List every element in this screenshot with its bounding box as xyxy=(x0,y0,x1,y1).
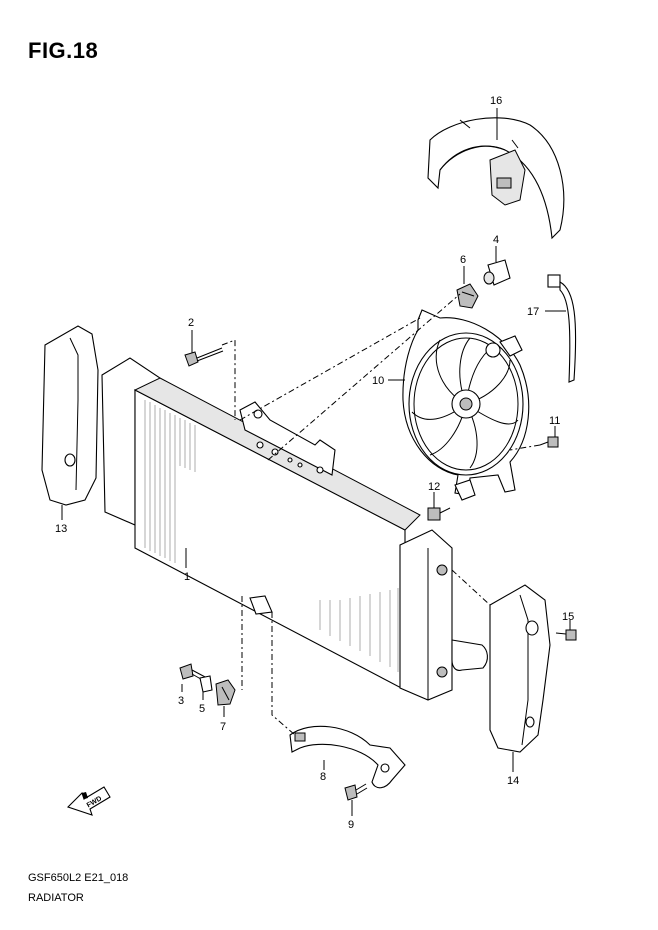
part-5-collar xyxy=(199,675,213,693)
part-1-radiator xyxy=(101,357,488,701)
callout-17: 17 xyxy=(527,306,539,318)
callout-16: 16 xyxy=(490,95,502,107)
callout-6: 6 xyxy=(460,254,466,266)
part-2-bolt xyxy=(184,347,224,367)
part-15-bolt xyxy=(555,629,577,641)
figure-title: FIG.18 xyxy=(28,38,99,63)
part-4-cap xyxy=(483,259,511,286)
part-17-clamp xyxy=(547,274,577,383)
callout-9: 9 xyxy=(348,819,354,831)
callout-14: 14 xyxy=(507,775,519,787)
callout-10: 10 xyxy=(372,375,384,387)
part-3-bolt xyxy=(179,663,208,683)
callout-13: 13 xyxy=(55,523,67,535)
part-7-grommet xyxy=(215,679,236,706)
callout-15: 15 xyxy=(562,611,574,623)
part-13-left-cover xyxy=(41,325,99,506)
part-14-right-cover xyxy=(489,584,551,753)
diagram-code: GSF650L2 E21_018 xyxy=(28,872,129,884)
callout-3: 3 xyxy=(178,695,184,707)
callout-2: 2 xyxy=(188,317,194,329)
part-10-cooling-fan xyxy=(402,309,530,501)
callout-1: 1 xyxy=(184,571,190,583)
part-12-nut xyxy=(427,507,451,521)
part-8-bracket xyxy=(289,725,406,789)
part-9-bolt xyxy=(344,783,368,801)
callout-8: 8 xyxy=(320,771,326,783)
callout-11: 11 xyxy=(549,415,560,427)
diagram-name: RADIATOR xyxy=(28,892,84,904)
fwd-arrow-icon: FWD xyxy=(66,786,111,816)
callout-12: 12 xyxy=(428,481,440,493)
part-11-bolt xyxy=(539,436,559,448)
callout-labels: 1 2 3 4 5 6 7 8 9 10 11 12 13 14 15 16 1… xyxy=(55,95,574,831)
part-16-shroud-cover xyxy=(427,117,565,240)
callout-7: 7 xyxy=(220,721,226,733)
callout-5: 5 xyxy=(199,703,205,715)
callout-4: 4 xyxy=(493,234,499,246)
leader-lines xyxy=(61,108,571,816)
part-6-bushing xyxy=(456,283,479,309)
